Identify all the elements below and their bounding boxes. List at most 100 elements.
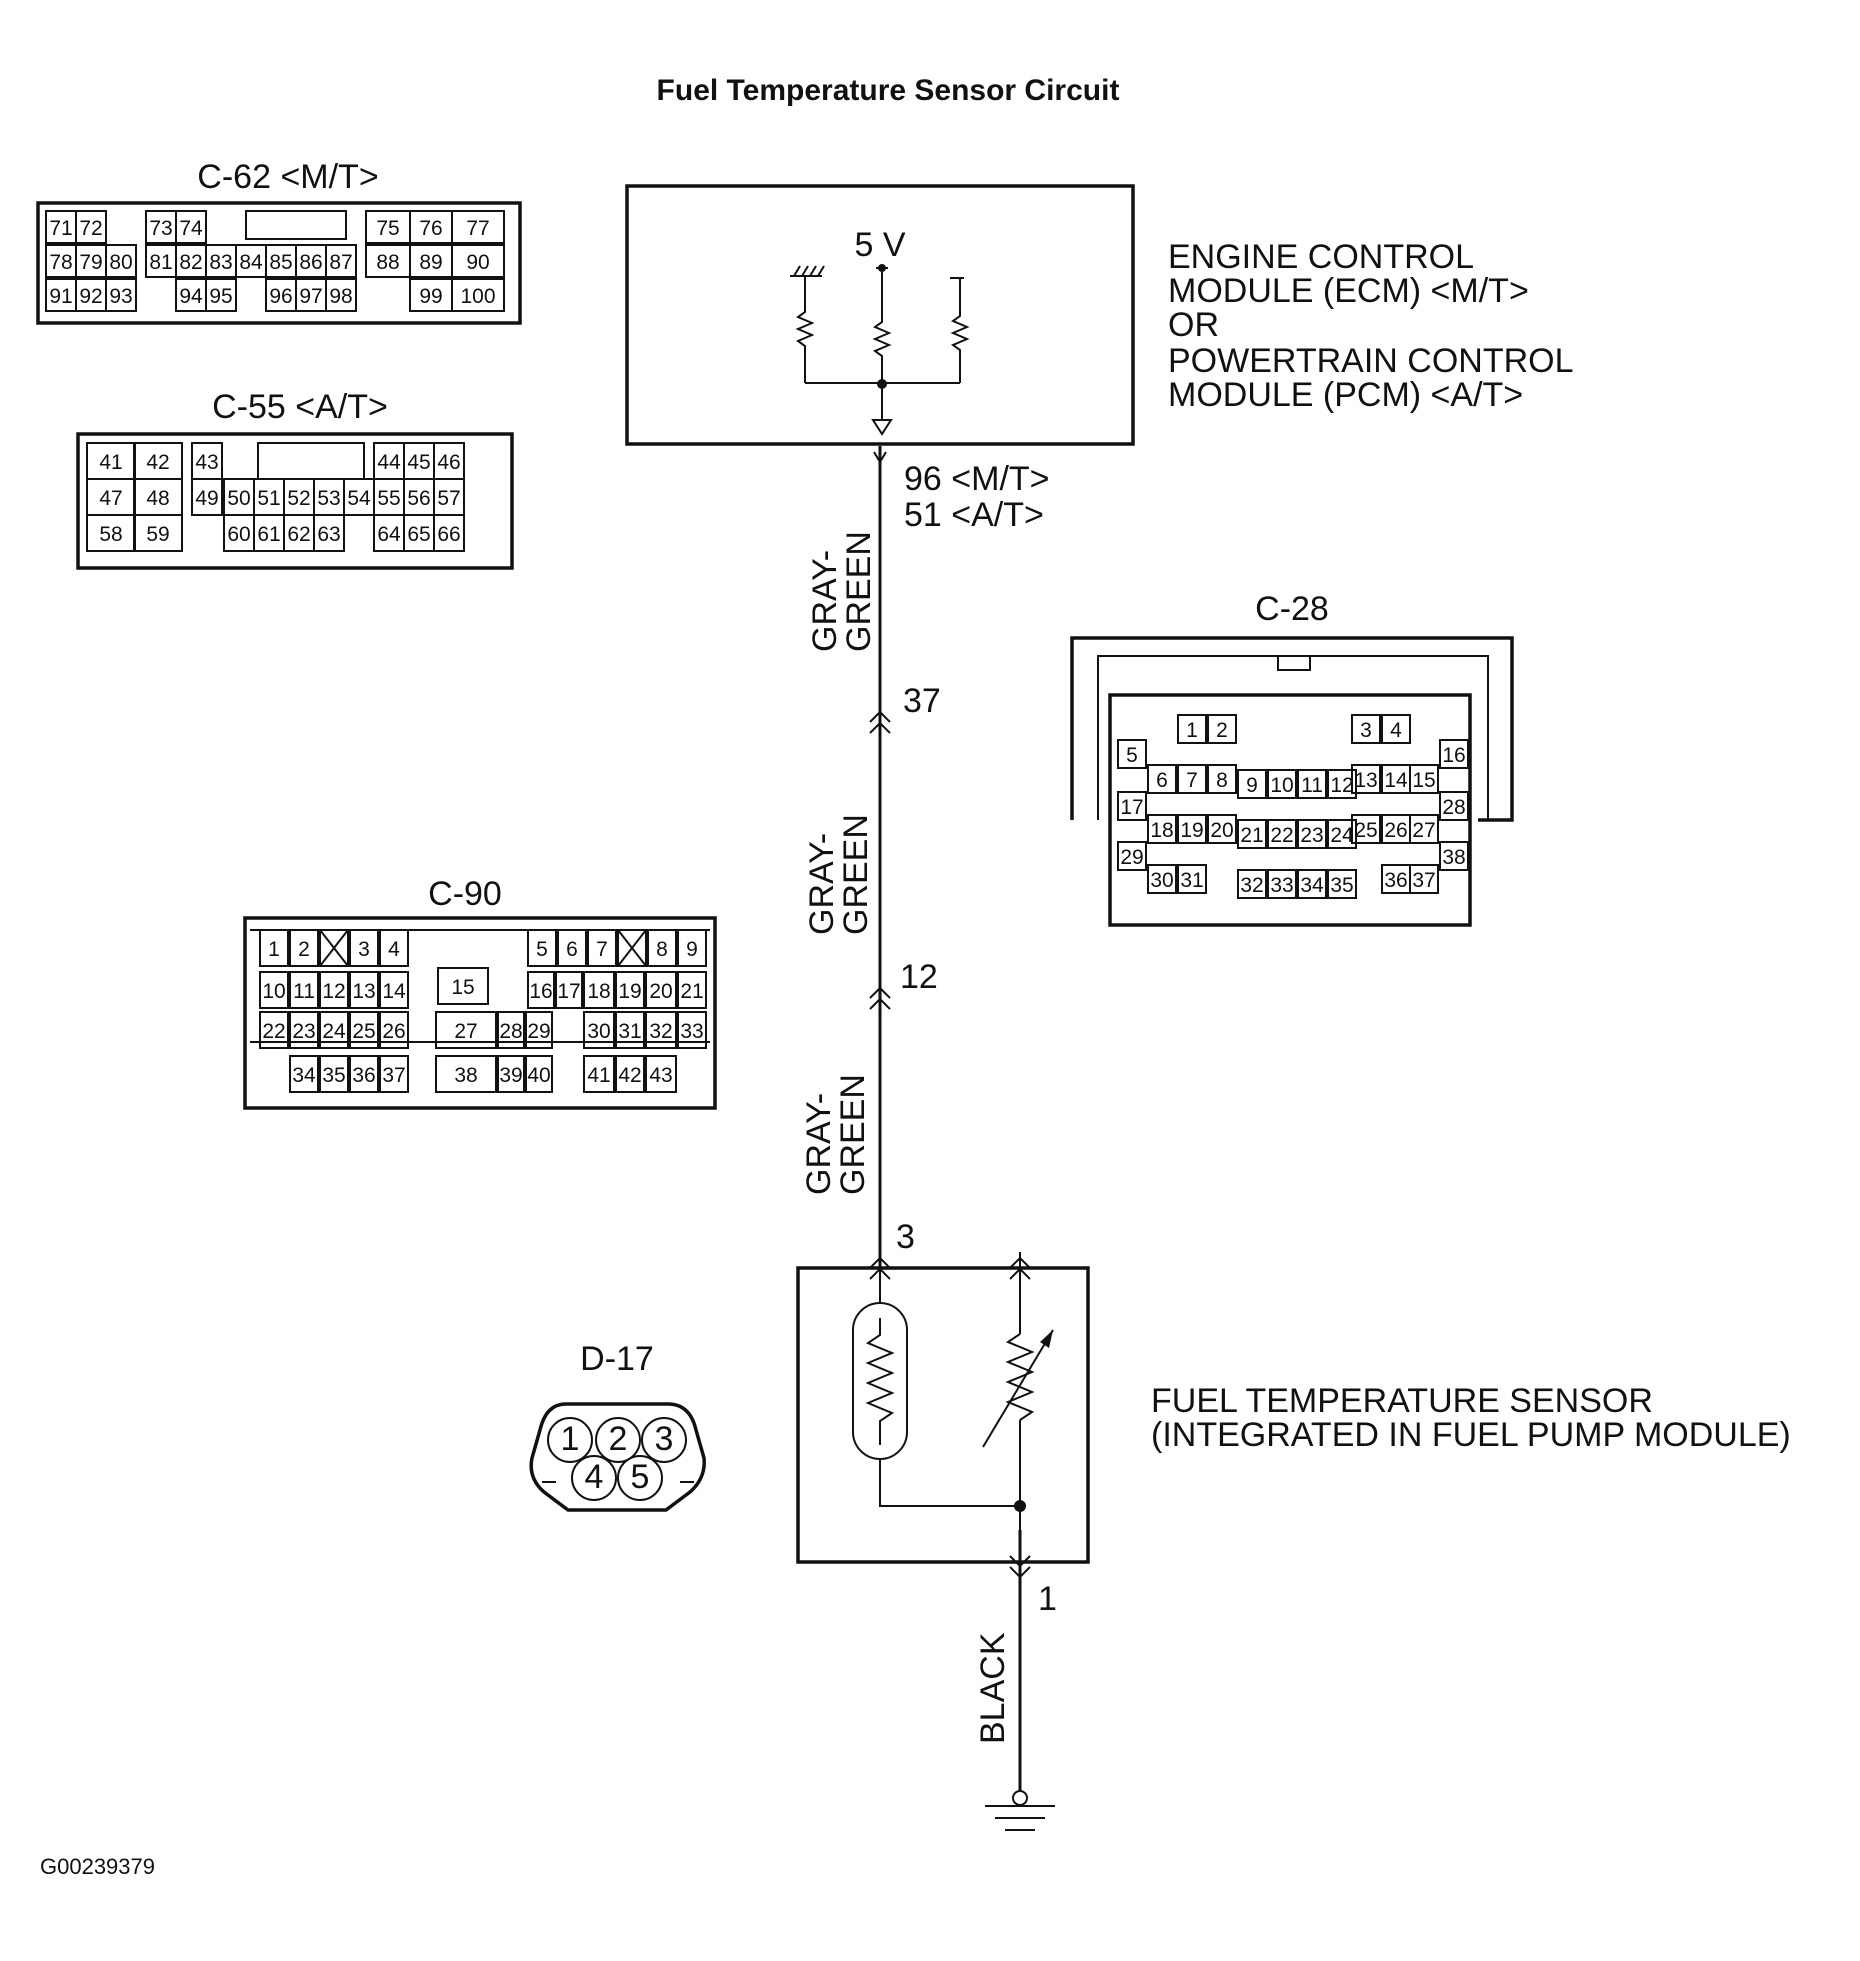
c28-pin-28-cell [1439,791,1469,821]
c90-pin-29-cell [525,1011,553,1049]
c62-pin-92: 92 [79,285,102,308]
c55-pin-62: 62 [287,523,310,546]
c90-blocked-cavity [617,929,647,967]
c90-pin-41: 41 [587,1064,610,1087]
c28-pin-16-cell [1439,739,1469,769]
signal-wire [873,446,887,1268]
c90-pin-32: 32 [649,1020,672,1043]
c28-pin-37: 37 [1412,869,1435,892]
c90-pin-42-cell [615,1055,645,1093]
sensor-pin-3: 3 [896,1218,915,1256]
c28-pin-8: 8 [1216,769,1228,792]
c62-pin-89: 89 [419,251,442,274]
c90-pin-39: 39 [499,1064,522,1087]
d17-pin-5: 5 [631,1458,650,1496]
c90-pin-8-cell [647,929,677,967]
c62-pin-90-cell [451,244,505,278]
c62-pin-85: 85 [269,251,292,274]
c28-pin-6: 6 [1156,769,1168,792]
c28-pin-30: 30 [1150,869,1173,892]
c90-pin-28: 28 [499,1020,522,1043]
c90-pin-37-cell [379,1055,409,1093]
c62-pin-72: 72 [79,217,102,240]
c90-pin-14-cell [379,971,409,1009]
c55-pin-47: 47 [99,487,122,510]
sensor-name-line1: FUEL TEMPERATURE SENSOR [1151,1382,1653,1420]
c55-pin-48: 48 [146,487,169,510]
c28-pin-14: 14 [1384,769,1408,792]
c28-pin-2-cell [1207,714,1237,744]
c62-label: C-62 <M/T> [197,158,378,196]
ecm-terminal-mt: 96 <M/T> [904,460,1050,498]
ecm-terminal-at: 51 <A/T> [904,496,1044,534]
c28-pin-35-cell [1327,869,1357,899]
thermistor-element [852,1268,1020,1507]
c90-pin-3-cell [349,929,379,967]
c90-pin-28-cell [497,1011,525,1049]
c62-pin-74: 74 [179,217,203,240]
c90-pin-1-cell [259,929,289,967]
c90-pin-2-cell [289,929,319,967]
ecm-name-line3: OR [1168,306,1219,344]
wire-color-seg1-line2: GREEN [840,531,878,652]
c90-pin-35-cell [319,1055,349,1093]
c62-pin-82: 82 [179,251,202,274]
c90-pin-22-cell [259,1011,289,1049]
c62-pin-93: 93 [109,285,132,308]
c28-pin-33: 33 [1270,874,1293,897]
ecm-ground-symbol [790,265,825,277]
c90-pin-12: 12 [322,980,345,1003]
c90-pin-6-cell [557,929,587,967]
c55-pin-54: 54 [347,487,371,510]
c28-pin-3: 3 [1360,719,1372,742]
c28-pin-12: 12 [1330,774,1353,797]
c55-pin-64: 64 [377,523,401,546]
c28-pin-7: 7 [1186,769,1198,792]
c55-pin-49-cell [191,478,223,516]
ecm-voltage-label: 5 V [854,226,905,264]
c90-pin-16-cell [527,971,555,1009]
c55-pin-60: 60 [227,523,250,546]
c55-pin-43: 43 [195,451,218,474]
c90-pin-30-cell [583,1011,615,1049]
c28-pin-26: 26 [1384,819,1407,842]
c28-pin-5: 5 [1126,744,1138,767]
c28-pin-34-cell [1297,869,1327,899]
c90-pin-43-cell [645,1055,677,1093]
c62-pin-93-cell [105,278,137,312]
c90-pin-38-cell [435,1055,497,1093]
c28-pin-21-cell [1237,819,1267,849]
junction-pin-12: 12 [900,958,938,996]
c90-pin-15-cell [437,967,489,1005]
c62-pin-84: 84 [239,251,263,274]
c90-pin-39-cell [497,1055,525,1093]
c90-pin-21-cell [677,971,707,1009]
c90-pin-24-cell [319,1011,349,1049]
c90-blocked-mark [617,929,647,967]
c28-pin-11-cell [1297,769,1327,799]
c62-pin-71: 71 [49,217,72,240]
c28-pin-6-cell [1147,764,1177,794]
c62-pin-78: 78 [49,251,72,274]
c28-pin-10: 10 [1270,774,1293,797]
c28-pin-1-cell [1177,714,1207,744]
c28-pin-13-cell [1351,764,1381,794]
c90-pin-18-cell [583,971,615,1009]
c28-pin-30-cell [1147,864,1177,894]
c90-pin-21: 21 [680,980,703,1003]
c28-pin-7-cell [1177,764,1207,794]
d17-pin-1: 1 [561,1420,580,1458]
c90-pin-29: 29 [527,1020,550,1043]
c90-pin-13: 13 [352,980,375,1003]
c28-pin-31: 31 [1180,869,1203,892]
c28-pin-8-cell [1207,764,1237,794]
d17-pin-2-cell [595,1417,641,1463]
c28-pin-25-cell [1351,814,1381,844]
c28-pin-11: 11 [1301,774,1323,797]
